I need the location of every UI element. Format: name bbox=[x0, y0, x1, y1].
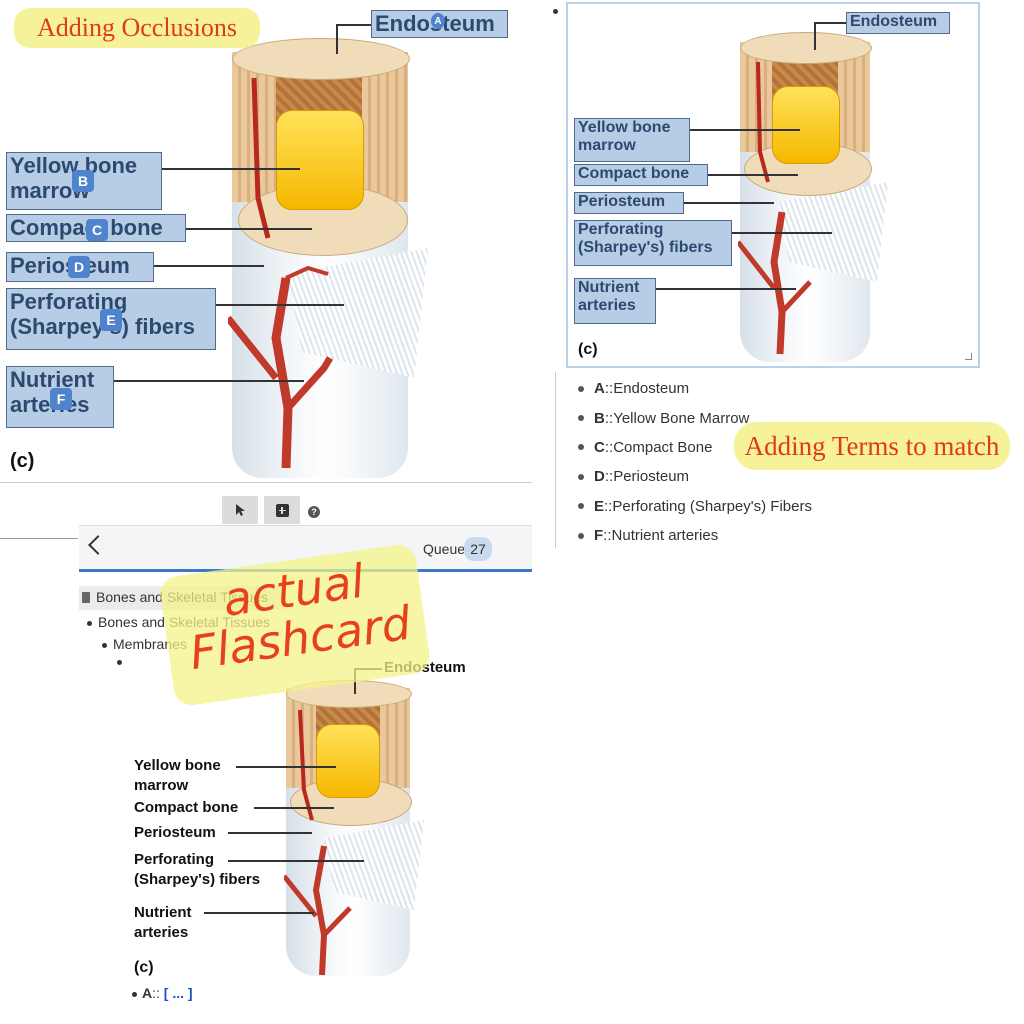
preview-label-yellow-marrow[interactable]: Yellow bone marrow bbox=[574, 118, 690, 162]
editor-bottom-border bbox=[0, 482, 532, 483]
occlusion-badge-f[interactable]: F bbox=[50, 388, 72, 410]
term-item: A:: Endosteum bbox=[578, 374, 812, 403]
card-label-yellow-marrow: Yellow bone marrow bbox=[134, 757, 221, 794]
preview-image-frame[interactable]: Endosteum Yellow bone marrow Compact bon… bbox=[566, 2, 980, 368]
occlusion-badge-b[interactable]: B bbox=[72, 170, 94, 192]
term-item: D:: Periosteum bbox=[578, 462, 812, 491]
preview-artery-drawing bbox=[738, 61, 812, 355]
preview-label-nutrient[interactable]: Nutrient arteries bbox=[574, 278, 656, 324]
occlusion-badge-a[interactable]: A bbox=[431, 13, 445, 29]
cloze-answer: A:: [ ... ] bbox=[132, 985, 193, 1001]
preview-bone-figure bbox=[738, 32, 888, 362]
preview-label-perforating[interactable]: Perforating (Sharpey's) fibers bbox=[574, 220, 732, 266]
card-label-compact-bone: Compact bone bbox=[134, 799, 239, 816]
occlusion-badge-e[interactable]: E bbox=[100, 309, 122, 331]
preview-label-periosteum[interactable]: Periosteum bbox=[574, 192, 684, 214]
tree-item bbox=[117, 660, 122, 665]
resize-handle-icon[interactable] bbox=[965, 353, 972, 360]
occlusion-badge-c[interactable]: C bbox=[86, 219, 108, 241]
card-label-perforating: Perforating (Sharpey's) fibers bbox=[134, 851, 261, 888]
help-circle-icon[interactable]: ? bbox=[308, 506, 320, 518]
bullet-dot bbox=[553, 9, 558, 14]
nutrient-artery-drawing bbox=[228, 77, 334, 469]
terms-list: A:: Endosteum B:: Yellow Bone Marrow C::… bbox=[578, 374, 812, 550]
document-icon bbox=[82, 592, 90, 603]
card-artery-drawing bbox=[284, 709, 352, 976]
annotation-adding-terms: Adding Terms to match bbox=[734, 422, 1010, 470]
separator-line bbox=[0, 538, 78, 539]
occlusion-editor: Endosteum A Yellow bone marrow B Compact… bbox=[0, 0, 532, 483]
preview-label-compact-bone[interactable]: Compact bone bbox=[574, 164, 708, 186]
column-divider bbox=[555, 372, 556, 548]
label-nutrient[interactable]: Nutrient arteries bbox=[6, 366, 114, 428]
queue-label: Queue bbox=[423, 541, 466, 557]
term-item: B:: Yellow Bone Marrow bbox=[578, 403, 812, 432]
term-item: F:: Nutrient arteries bbox=[578, 521, 812, 550]
card-bone-figure bbox=[284, 680, 434, 980]
queue-count-badge: 27 bbox=[464, 537, 492, 561]
plus-square-icon[interactable] bbox=[264, 496, 300, 524]
annotation-adding-occlusions: Adding Occlusions bbox=[14, 8, 260, 48]
term-item: C:: Compact Bone bbox=[578, 433, 812, 462]
figure-caption: (c) bbox=[10, 450, 35, 472]
cursor-arrow-icon[interactable] bbox=[222, 496, 258, 524]
card-label-periosteum: Periosteum bbox=[134, 824, 216, 841]
occlusion-badge-d[interactable]: D bbox=[68, 256, 90, 278]
chevron-left-icon[interactable] bbox=[88, 535, 108, 555]
bone-figure bbox=[228, 38, 428, 478]
preview-caption: (c) bbox=[578, 341, 598, 358]
card-label-nutrient: Nutrient arteries bbox=[134, 904, 192, 941]
term-item: E:: Perforating (Sharpey's) Fibers bbox=[578, 492, 812, 521]
card-caption: (c) bbox=[134, 959, 154, 976]
editor-toolbar: ? bbox=[222, 496, 332, 524]
preview-label-endosteum[interactable]: Endosteum bbox=[846, 12, 950, 34]
